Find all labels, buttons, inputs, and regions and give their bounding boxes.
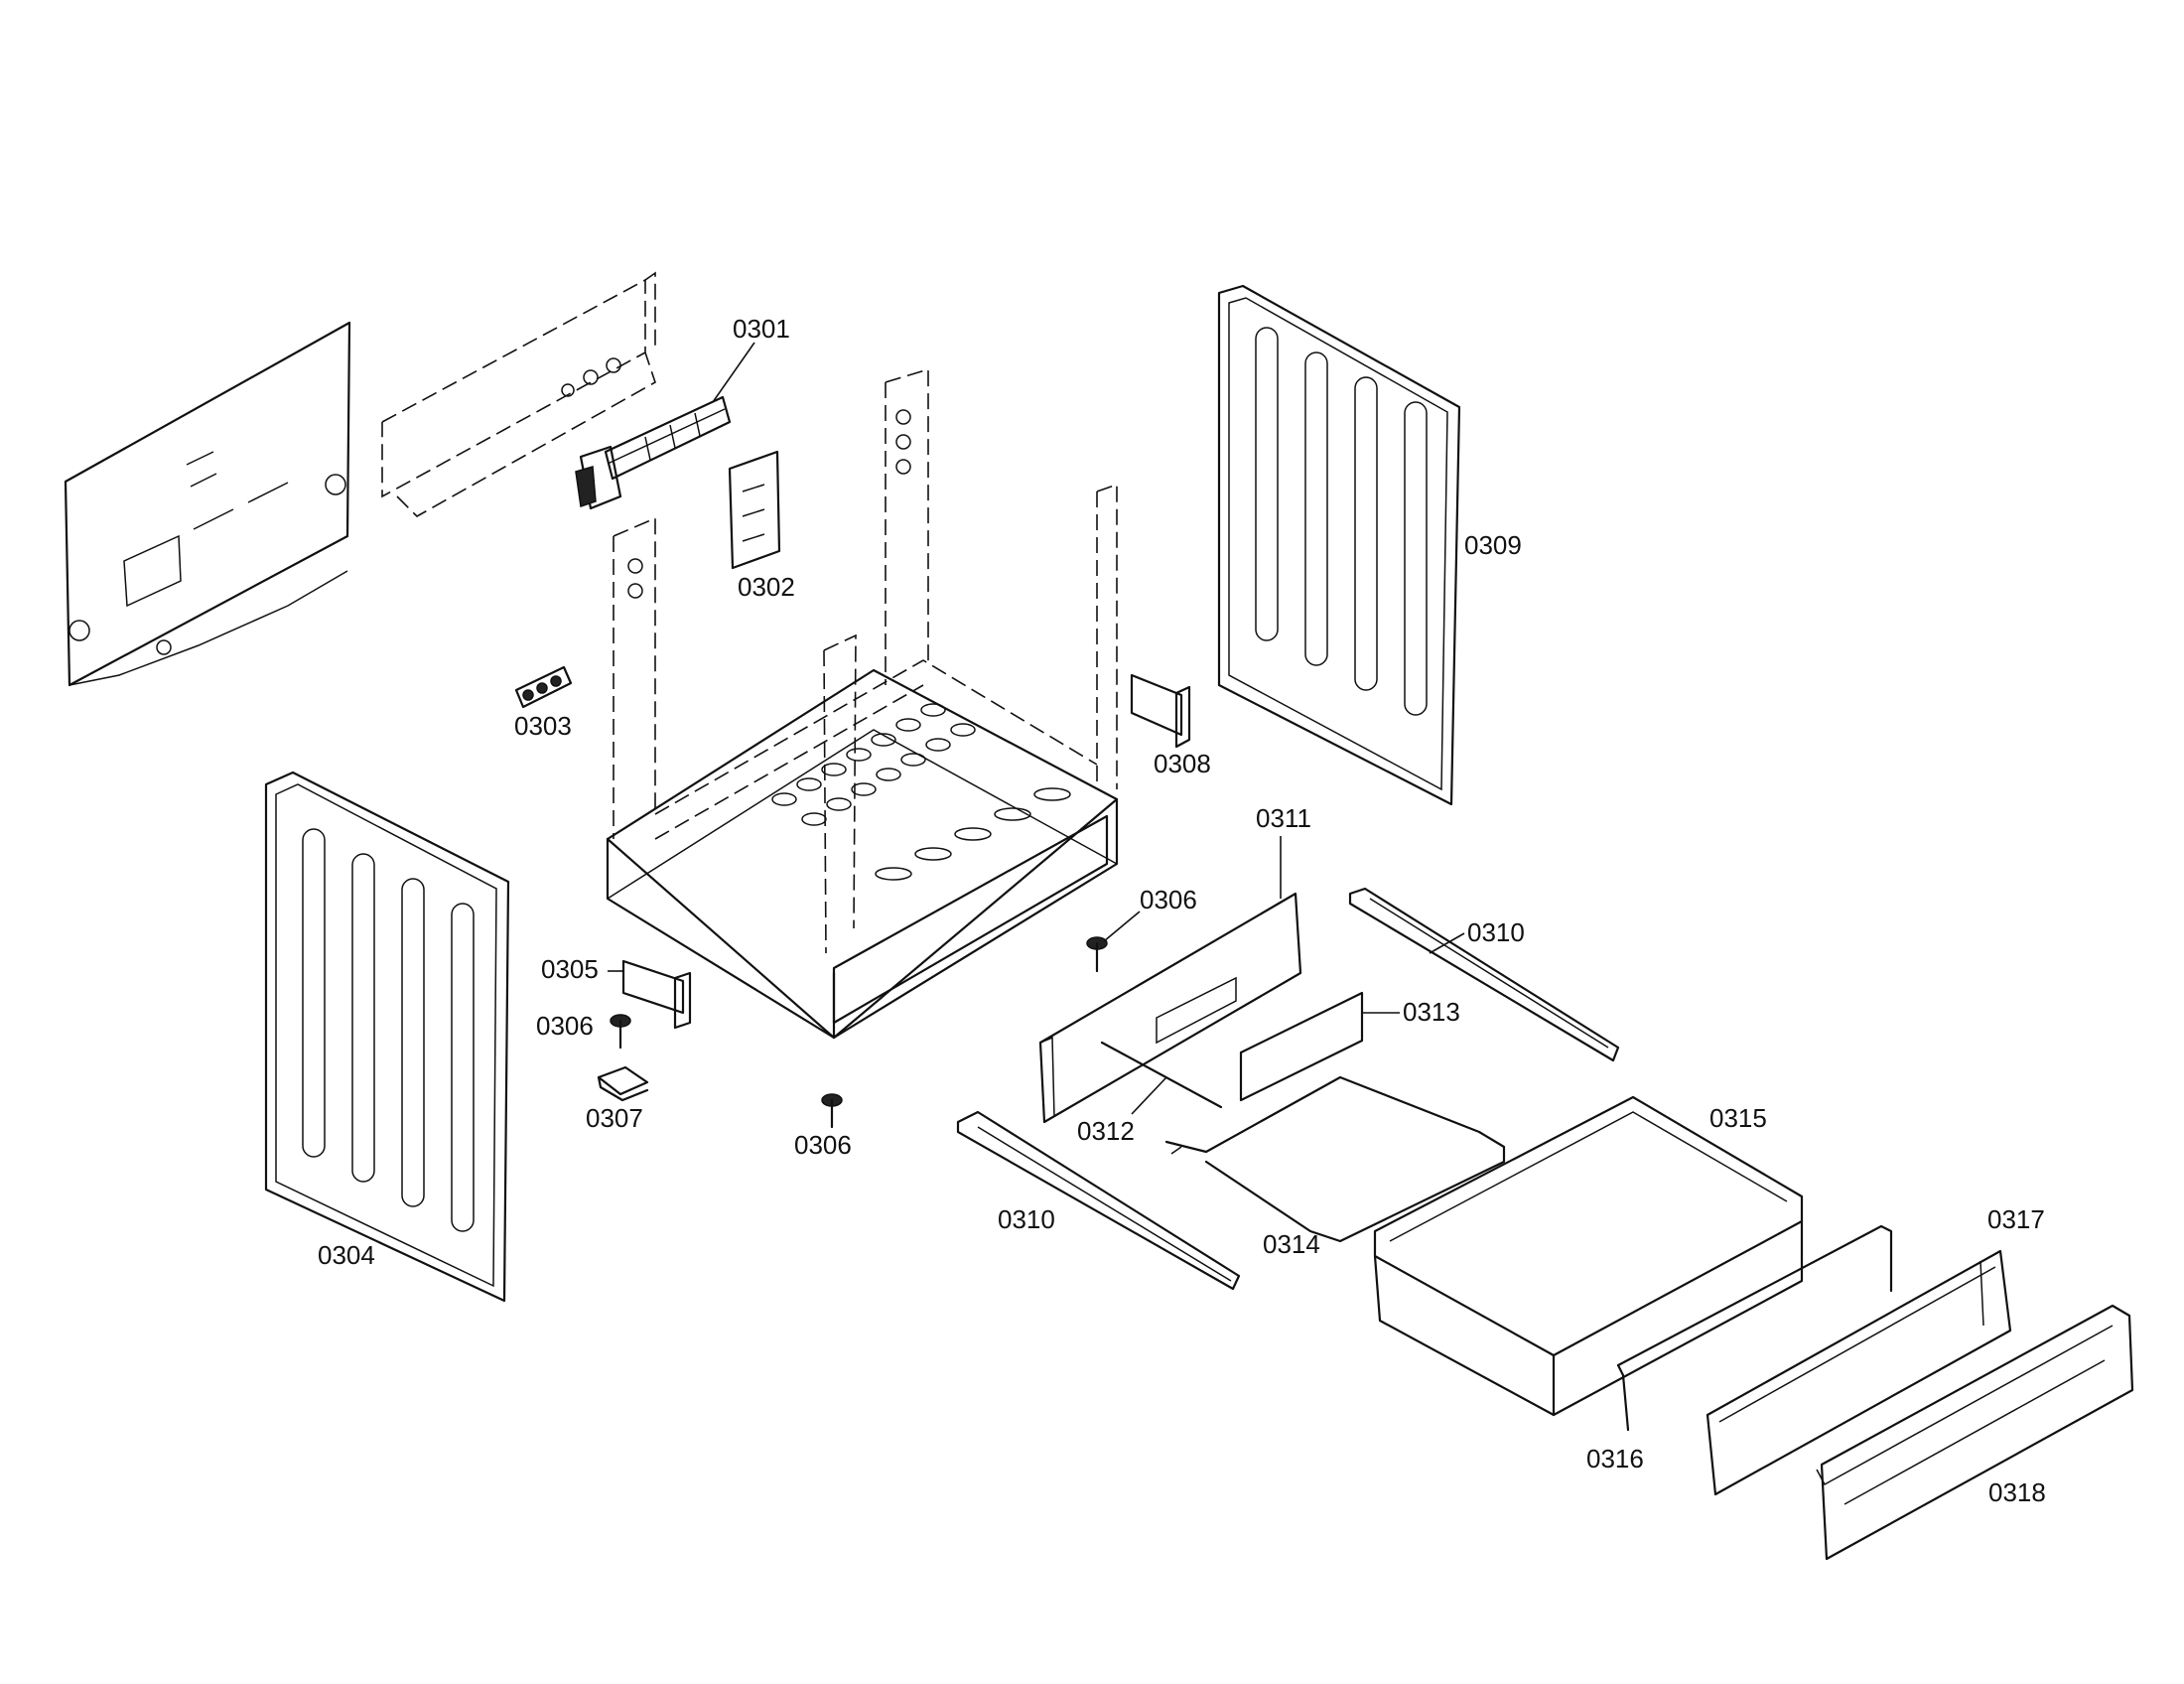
leader-0306-right: [1103, 911, 1141, 942]
chassis-frame: [606, 367, 1119, 1040]
gasket-0316: [1616, 1224, 1893, 1432]
label-0309: 0309: [1464, 530, 1522, 560]
drawer-bracket-0311: [1038, 892, 1302, 1124]
screw-0306-left: [610, 1014, 631, 1050]
drawer-slide-0310-left: [956, 1110, 1241, 1291]
terminal-block-0303: [514, 665, 573, 709]
rear-panel: [64, 321, 351, 687]
drawer-front-panel-0318: [1816, 1304, 2134, 1561]
rear-duct: [381, 271, 656, 517]
bracket-0305: [621, 959, 692, 1030]
label-0316: 0316: [1586, 1444, 1644, 1474]
rod-0312: [1100, 1041, 1223, 1109]
plate-0313: [1239, 991, 1364, 1102]
side-panel-0309: [1217, 284, 1461, 806]
label-0301: 0301: [733, 314, 790, 344]
label-0302: 0302: [738, 572, 795, 602]
label-0317: 0317: [1987, 1204, 2045, 1234]
bracket-0308: [1130, 673, 1191, 749]
leader-0301: [712, 342, 755, 403]
label-0310-left: 0310: [998, 1204, 1055, 1234]
label-0304: 0304: [318, 1240, 375, 1270]
label-0307: 0307: [586, 1103, 643, 1133]
leader-0310-right: [1429, 932, 1465, 954]
label-0308: 0308: [1154, 749, 1211, 778]
screw-0306-center: [821, 1093, 843, 1129]
label-0311: 0311: [1256, 803, 1311, 833]
clip-0307: [597, 1065, 649, 1102]
label-0310-right: 0310: [1467, 917, 1525, 947]
drawer-0315: [1373, 1095, 1804, 1417]
drawer-front-inner-0317: [1706, 1249, 2012, 1496]
label-0313: 0313: [1403, 997, 1460, 1027]
label-0314: 0314: [1263, 1229, 1320, 1259]
side-panel-0304: [264, 771, 510, 1303]
label-0305: 0305: [541, 954, 599, 984]
label-0306-right: 0306: [1140, 885, 1197, 914]
vent-slots: [771, 703, 1071, 881]
screw-0306-right: [1086, 936, 1108, 973]
heating-element-0314: [1164, 1075, 1506, 1243]
control-board-0302: [728, 450, 781, 570]
cooling-fan-0301: [575, 395, 732, 510]
leader-0312: [1131, 1076, 1167, 1115]
label-0303: 0303: [514, 711, 572, 741]
label-0318: 0318: [1988, 1477, 2046, 1507]
label-0315: 0315: [1709, 1103, 1767, 1133]
label-0306-left: 0306: [536, 1011, 594, 1041]
label-0312: 0312: [1077, 1116, 1135, 1146]
label-0306-center: 0306: [794, 1130, 852, 1160]
drawer-slide-0310-right: [1348, 887, 1620, 1062]
